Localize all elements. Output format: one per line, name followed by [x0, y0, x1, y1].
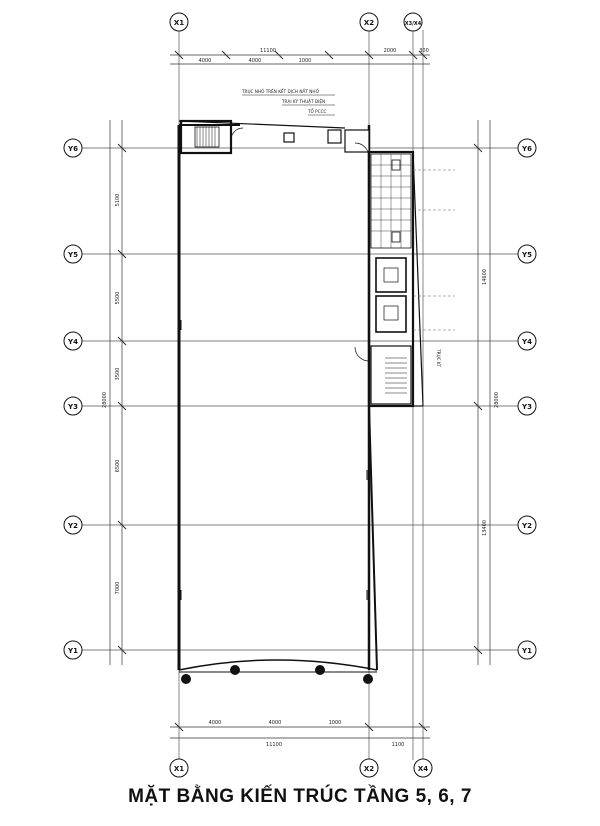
dim-right-seg: 13400 — [482, 520, 488, 536]
axis-label-top: X2 — [364, 19, 374, 27]
annotation-text: TRẠI KÝ THUẬT ĐIỆN — [281, 99, 325, 104]
axis-label-left: Y3 — [67, 403, 78, 411]
axis-label-right: Y6 — [521, 145, 532, 153]
dim-left-seg: 3500 — [115, 368, 121, 381]
duct-boxes — [283, 129, 370, 153]
axis-labels: X1 X2 X3/X4 X1 X2 X4 Y6 Y5 Y4 Y3 Y2 Y1 Y… — [67, 19, 532, 773]
dim-left-seg: 6500 — [115, 460, 121, 473]
dim-bottom-seg: 4000 — [269, 720, 282, 726]
axis-label-bottom: X4 — [418, 765, 428, 773]
dim-top-seg: 2000 — [384, 48, 397, 54]
floor-plan-drawing: 11100 4000 4000 1000 2000 300 4000 4000 … — [63, 12, 537, 778]
axis-label-right: Y3 — [521, 403, 532, 411]
toilet-fixture — [391, 159, 401, 171]
axis-label-right: Y5 — [521, 251, 532, 259]
wc-tiles — [371, 154, 411, 248]
dimension-lines — [109, 50, 491, 739]
dashed-lines — [413, 169, 455, 331]
column — [181, 674, 191, 684]
drawing-title: MẶT BẰNG KIẾN TRÚC TẦNG 5, 6, 7 — [128, 786, 472, 807]
dim-bottom-total: 11100 — [266, 742, 282, 748]
dim-top-seg: 300 — [419, 48, 429, 54]
service-core — [354, 142, 424, 408]
dim-top-seg: 4000 — [249, 58, 262, 64]
axis-label-right: Y2 — [521, 522, 532, 530]
annotation-text: TỔ PCCC — [307, 109, 327, 114]
vertical-annotation: TRỤC KT — [436, 348, 441, 367]
dim-left-seg: 5100 — [115, 194, 121, 207]
axis-bubbles — [63, 12, 537, 778]
column — [230, 665, 240, 675]
dim-bottom-seg: 4000 — [209, 720, 222, 726]
axis-grid-lines — [82, 30, 518, 760]
dim-right-seg: 14600 — [482, 269, 488, 285]
dim-bottom-seg: 1000 — [329, 720, 342, 726]
dim-top-seg: 4000 — [199, 58, 212, 64]
dim-top-seg: 1000 — [299, 58, 312, 64]
dimension-labels: 11100 4000 4000 1000 2000 300 4000 4000 … — [102, 48, 500, 748]
axis-label-left: Y1 — [67, 647, 78, 655]
toilet-fixture — [391, 231, 401, 243]
dim-left-seg: 7000 — [115, 582, 121, 595]
dim-bottom-side: 1100 — [392, 742, 405, 748]
axis-label-bottom: X2 — [364, 765, 374, 773]
axis-label-left: Y5 — [67, 251, 78, 259]
columns — [181, 665, 373, 684]
dim-right-total: 28000 — [494, 392, 500, 408]
axis-label-top: X1 — [174, 19, 184, 27]
axis-label-left: Y4 — [67, 338, 78, 346]
column — [315, 665, 325, 675]
column — [363, 674, 373, 684]
axis-label-right: Y1 — [521, 647, 532, 655]
axis-label-top: X3/X4 — [405, 21, 422, 27]
annotation-text: TRỤC NHỎ TRÊN KẾT DỊCH NẮT NHỎ — [241, 88, 320, 94]
axis-label-bottom: X1 — [174, 765, 184, 773]
wall-marks — [180, 320, 368, 600]
axis-label-left: Y2 — [67, 522, 78, 530]
stair-core — [370, 345, 412, 405]
dim-left-seg: 5500 — [115, 292, 121, 305]
dim-top-total: 11100 — [260, 48, 276, 54]
lift-shaft — [375, 257, 407, 293]
lift-shaft — [375, 295, 407, 333]
annotations: TRỤC NHỎ TRÊN KẾT DỊCH NẮT NHỎ TRẠI KÝ T… — [241, 88, 441, 367]
stair-top-left — [179, 119, 244, 155]
building-outline — [177, 120, 378, 673]
axis-label-left: Y6 — [67, 145, 78, 153]
axis-label-right: Y4 — [521, 338, 532, 346]
stair-treads — [385, 357, 407, 394]
dim-left-total: 28000 — [102, 392, 108, 408]
